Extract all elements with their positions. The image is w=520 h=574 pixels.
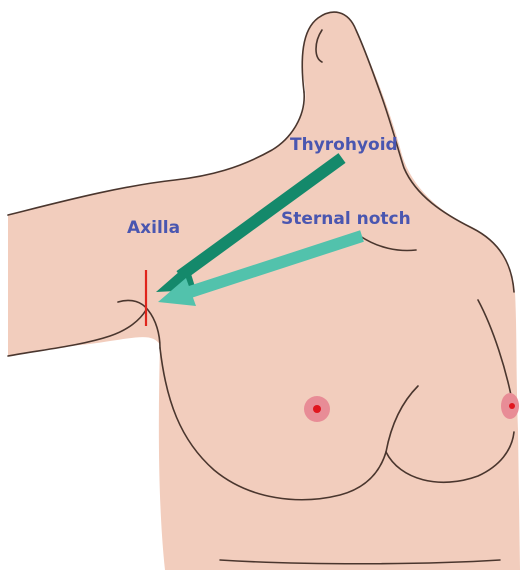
left-nipple — [313, 405, 321, 413]
thyrohyoid-label: Thyrohyoid — [290, 137, 398, 154]
right-nipple — [509, 403, 515, 409]
torso-silhouette — [8, 12, 520, 570]
axilla-label: Axilla — [127, 220, 180, 237]
sternal-notch-label: Sternal notch — [281, 211, 411, 228]
